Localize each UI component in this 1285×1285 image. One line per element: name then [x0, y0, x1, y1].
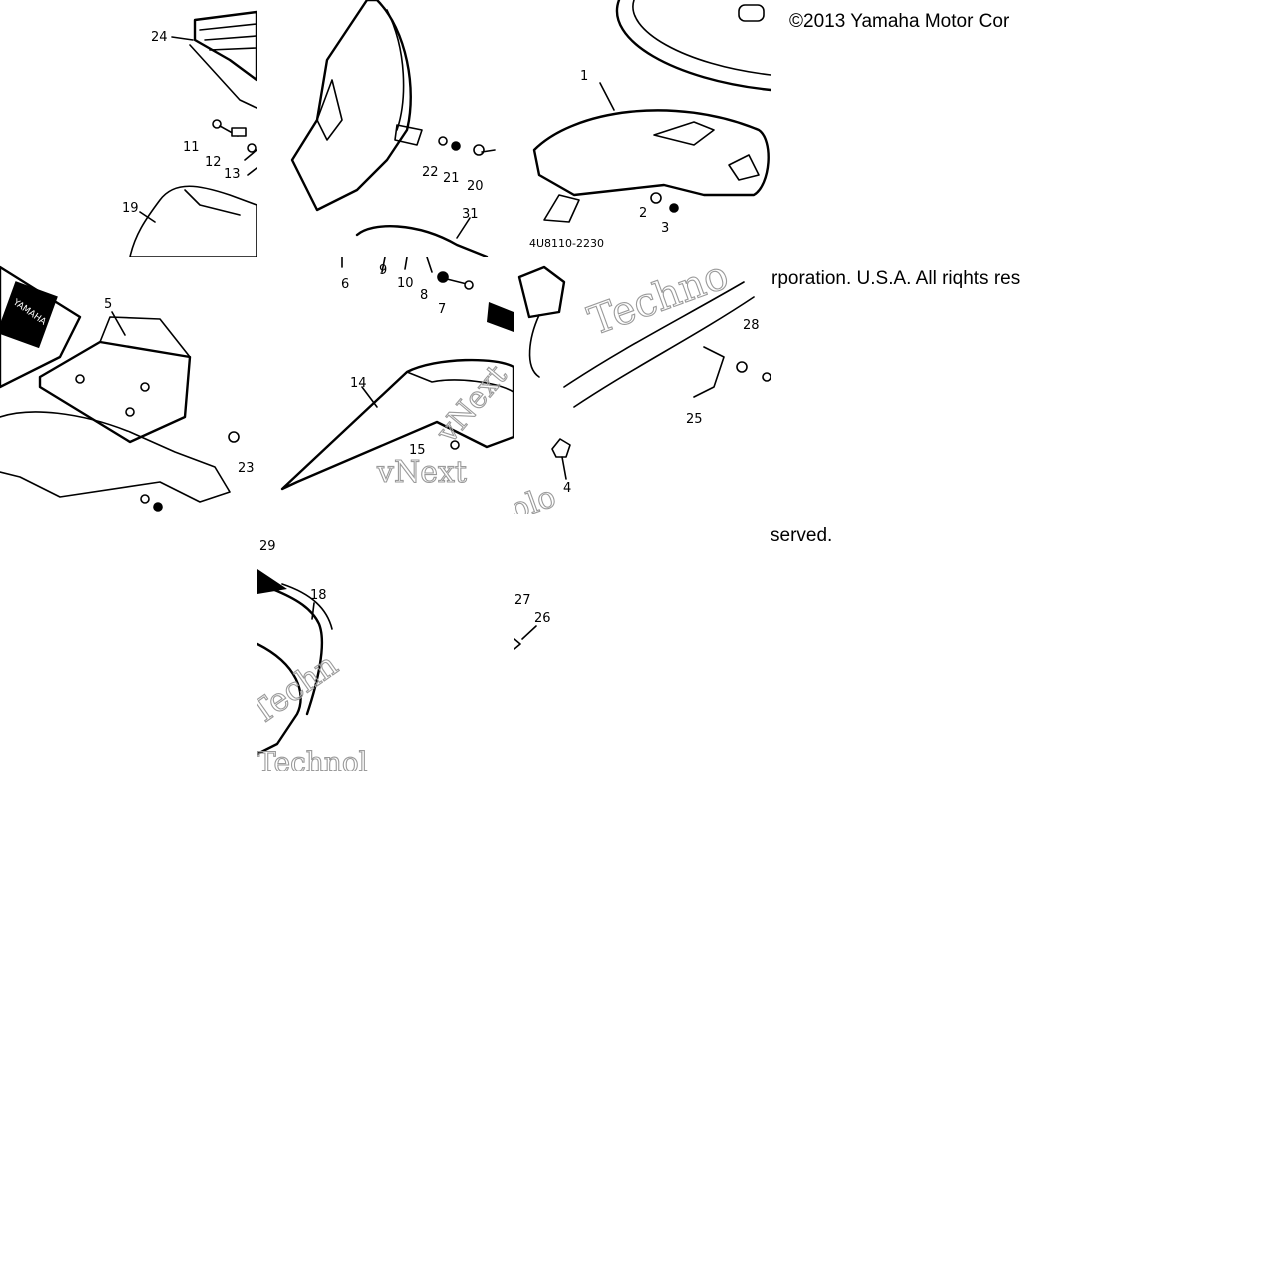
callout-5: 5	[104, 297, 112, 312]
callout-23: 23	[238, 461, 255, 476]
callout-20: 20	[467, 179, 484, 194]
callout-22: 22	[422, 165, 439, 180]
callout-27: 27	[514, 593, 531, 608]
callout-1: 1	[580, 69, 588, 84]
copyright-line-2: rporation. U.S.A. All riqhts res	[771, 268, 1021, 289]
callout-9: 9	[379, 263, 387, 278]
diagram-tile-frame-bracket: 28 25 4 Techno olo	[514, 257, 771, 514]
callout-4: 4	[563, 481, 571, 496]
callout-2: 2	[639, 206, 647, 221]
callout-10: 10	[397, 276, 414, 291]
callout-6: 6	[341, 277, 349, 292]
diagram-tile-front-fender: 1 2 3 4U8110-2230	[514, 0, 771, 257]
diagram-tile-grab-bar: 29 18 Techn Technol	[257, 514, 514, 771]
callout-12: 12	[205, 155, 222, 170]
callout-15: 15	[409, 443, 426, 458]
callout-8: 8	[420, 288, 428, 303]
watermark-vnext-2: vNext	[429, 358, 514, 450]
watermark-techno: Techno	[582, 257, 734, 345]
callout-14: 14	[350, 376, 367, 391]
diagram-tile-battery-box: YAMAHA 5 23	[0, 257, 257, 514]
callout-24: 24	[151, 30, 168, 45]
callout-7: 7	[438, 302, 446, 317]
diagram-tile-bolt-fragment: 27 26	[514, 514, 771, 771]
watermark-technol: Technol	[257, 746, 368, 771]
diagram-tile-side-cover: 6 9 10 8 7 14 15 vNext vNext	[257, 257, 514, 514]
callout-19: 19	[122, 201, 139, 216]
callout-3: 3	[661, 221, 669, 236]
callout-13: 13	[224, 167, 241, 182]
callout-25: 25	[686, 412, 703, 427]
callout-11: 11	[183, 140, 200, 155]
callout-21: 21	[443, 171, 460, 186]
copyright-line-3: served.	[770, 525, 833, 546]
callout-26: 26	[534, 611, 551, 626]
callout-31: 31	[462, 207, 479, 222]
copyright-line-1: ©2013 Yamaha Motor Cor	[789, 11, 1010, 32]
watermark-vnext: vNext	[376, 455, 467, 490]
diagram-part-code: 4U8110-2230	[529, 237, 604, 250]
callout-28: 28	[743, 318, 760, 333]
watermark-techn: Techn	[257, 645, 345, 732]
callout-18: 18	[310, 588, 327, 603]
watermark-olo: olo	[514, 479, 560, 514]
callout-29: 29	[259, 539, 276, 554]
diagram-tile-rear-fender: 22 21 20 31	[257, 0, 514, 257]
diagram-tile-rear-seat: 24 11 12 13 19	[0, 0, 257, 257]
